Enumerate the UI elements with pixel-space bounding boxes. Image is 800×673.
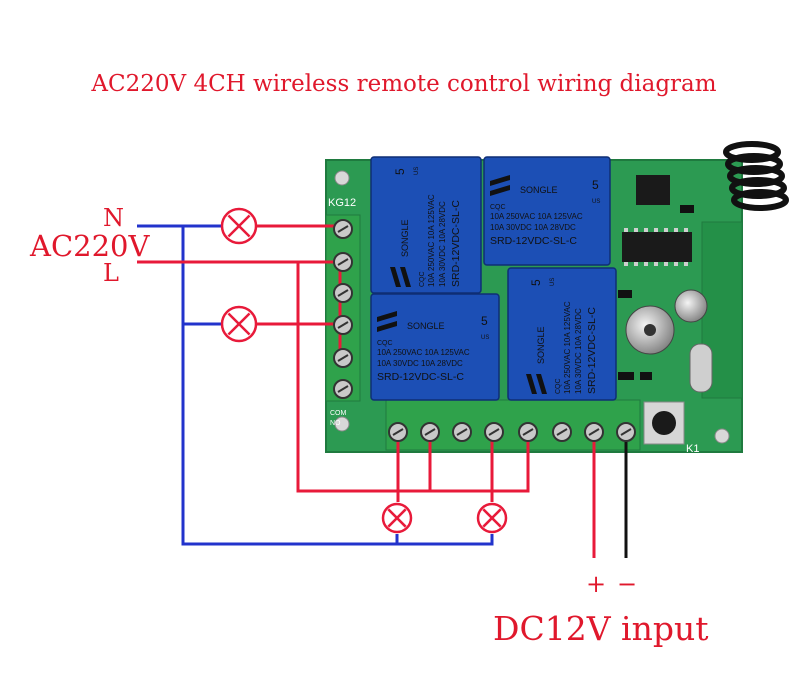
ic-chip [622,232,692,262]
antenna-coil [723,141,789,211]
mount-hole [714,428,730,444]
dc-plus-label: + [586,570,606,598]
relay-us-mark: US [592,199,600,205]
mount-hole [334,416,350,432]
relay-rating: 10A 30VDC 10A 28VDC [574,308,583,394]
board-com-mark: COM [330,410,347,417]
wires [137,224,628,558]
lamp-3 [381,502,413,534]
relay-mark: 5 [592,178,599,192]
relay-rating: 10A 250VAC 10A 125VAC [427,194,436,287]
learn-button [643,401,685,445]
live-bus-wire [296,262,530,493]
ac-voltage-label: AC220V [29,229,150,263]
lamp-2 [220,305,258,343]
relay-us-mark: US [481,335,489,341]
relay-rating: 10A 250VAC 10A 125VAC [563,301,572,394]
relay-us-mark: US [550,278,556,286]
relay-mark: 5 [393,168,407,175]
board-model-mark: KG12 [328,197,356,209]
relay-rating: 10A 250VAC 10A 125VAC [490,212,583,221]
neutral-label: N [103,204,124,232]
left-terminal-block [325,214,361,402]
relay-cqc-mark: CQC [490,204,506,211]
relay-us-mark: US [414,167,420,175]
relay-rating: 10A 250VAC 10A 125VAC [377,348,470,357]
lamp-1 [220,207,258,245]
board-no-mark: NO [330,420,341,427]
relay-cqc-mark: CQC [377,340,393,347]
relay-mark: 5 [481,314,488,328]
relay-model: SRD-12VDC-SL-C [586,307,598,394]
relay-model: SRD-12VDC-SL-C [450,200,462,287]
relay-model: SRD-12VDC-SL-C [377,371,464,383]
lamps [220,207,508,534]
live-label: L [103,259,119,287]
dc-minus-label: − [617,570,637,598]
relay-model: SRD-12VDC-SL-C [490,235,577,247]
ic-chip [636,175,670,205]
neutral-bus-wire [181,226,494,546]
capacitor [674,289,708,323]
relay-mark: 5 [529,279,543,286]
relay-brand: SONGLE [400,219,410,257]
terminal-screws [333,219,636,442]
dc-input-label: DC12V input [493,609,708,648]
relay-brand: SONGLE [520,185,558,195]
lamp-4 [476,502,508,534]
button-label: K1 [686,443,699,455]
relay-cqc-mark: CQC [555,378,562,394]
mount-hole [334,170,350,186]
relay-3: SONGLE 10A 250VAC 10A 125VAC 10A 30VDC 10A… [370,293,500,401]
relay-rating: 10A 30VDC 10A 28VDC [438,201,447,287]
relay-rating: 10A 30VDC 10A 28VDC [377,359,463,368]
relay-cqc-mark: CQC [419,271,426,287]
crystal [689,343,713,393]
relay-brand: SONGLE [536,326,546,364]
relay-2: SONGLE 10A 250VAC 10A 125VAC 10A 30VDC 10A… [483,156,611,266]
diagram-title: AC220V 4CH wireless remote control wirin… [90,71,716,97]
relay-rating: 10A 30VDC 10A 28VDC [490,223,576,232]
relay-brand: SONGLE [407,321,445,331]
